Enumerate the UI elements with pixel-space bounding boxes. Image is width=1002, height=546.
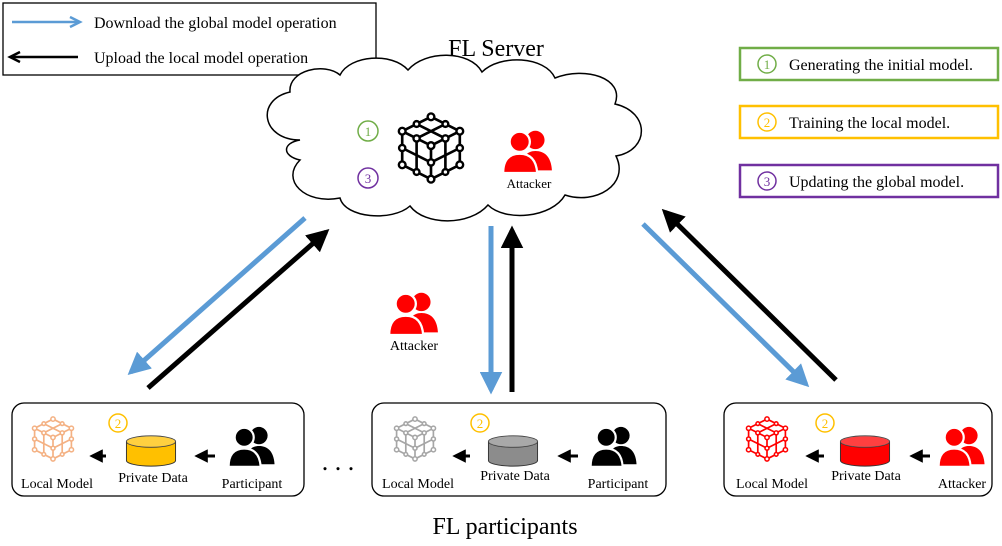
server-cloud: 1 3 Attacker	[266, 54, 642, 222]
client-step: 2	[822, 416, 829, 431]
actor-label: Participant	[588, 477, 649, 492]
ellipsis: . . .	[322, 447, 355, 476]
step-badge-3	[357, 167, 379, 189]
legend: Download the global model operation Uplo…	[2, 2, 377, 76]
upload-arrow	[661, 208, 838, 382]
step-number-badge	[757, 171, 777, 191]
step-number: 3	[764, 174, 771, 189]
cloud-attacker-label: Attacker	[507, 176, 552, 191]
upload-arrow	[146, 229, 330, 390]
local-model-label: Local Model	[382, 477, 454, 492]
client-box: Local Model 2 Private Data Participant	[371, 402, 667, 497]
step-badge-2	[108, 413, 128, 433]
private-data-label: Private Data	[480, 469, 550, 484]
database-icon	[125, 435, 177, 467]
step-label: Training the local model.	[789, 115, 950, 132]
download-arrow	[127, 216, 307, 375]
client-step: 2	[477, 416, 484, 431]
step-label: Updating the global model.	[789, 174, 964, 191]
step-badge-2	[470, 413, 490, 433]
step-number-badge	[757, 54, 777, 74]
cloud-step-b: 3	[365, 171, 372, 186]
local-model-label: Local Model	[736, 477, 808, 492]
download-arrow	[641, 222, 810, 388]
actor-label: Participant	[222, 477, 283, 492]
step-number: 1	[764, 57, 771, 72]
client-box: Local Model 2 Private Data Participant	[11, 402, 305, 497]
step-item: 3 Updating the global model.	[738, 163, 1000, 199]
legend-download-label: Download the global model operation	[94, 15, 337, 32]
step-label: Generating the initial model.	[789, 57, 973, 74]
step-item: 2 Training the local model.	[738, 104, 1000, 140]
private-data-label: Private Data	[831, 469, 901, 484]
user-group-icon	[387, 291, 440, 336]
step-badge-1	[357, 120, 379, 142]
step-number-badge	[757, 112, 777, 132]
arrowhead-icon	[7, 50, 21, 64]
private-data-label: Private Data	[118, 471, 188, 486]
cloud-step-a: 1	[365, 124, 372, 139]
step-badge-2	[815, 413, 835, 433]
actor-label: Attacker	[938, 477, 987, 492]
database-icon	[487, 435, 539, 467]
middle-attacker-label: Attacker	[390, 339, 439, 354]
participants-title: FL participants	[432, 514, 577, 540]
steps-legend: 1 Generating the initial model. 2 Traini…	[738, 46, 1000, 199]
client-step: 2	[115, 416, 122, 431]
client-box: Local Model 2 Private Data Attacker	[723, 402, 993, 497]
database-icon	[839, 435, 891, 467]
step-number: 2	[764, 115, 771, 130]
arrowhead-icon	[69, 15, 83, 29]
legend-upload-label: Upload the local model operation	[94, 50, 308, 67]
middle-attacker: Attacker	[387, 291, 440, 354]
local-model-label: Local Model	[21, 477, 93, 492]
step-item: 1 Generating the initial model.	[738, 46, 1000, 82]
flow-arrows	[127, 208, 838, 395]
